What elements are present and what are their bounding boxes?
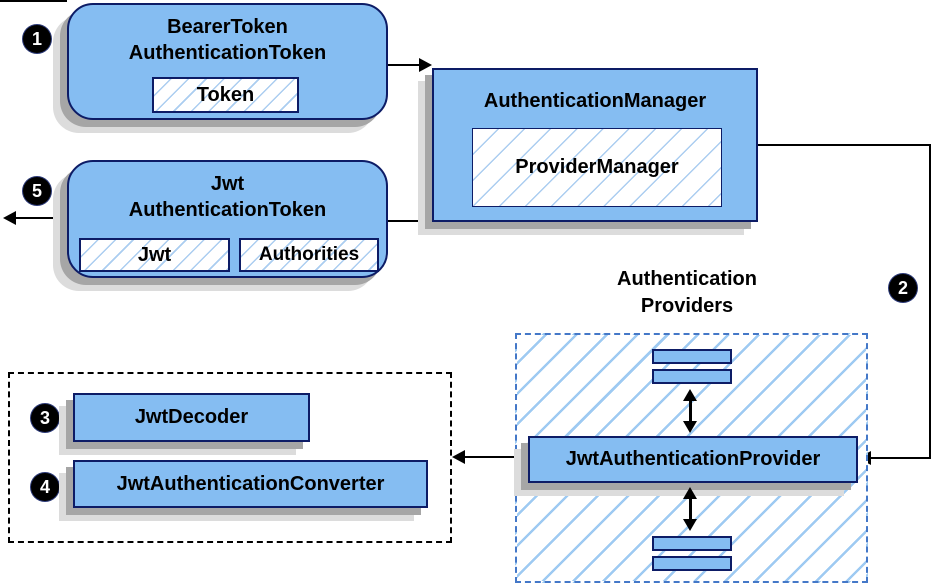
bearer-token-title-line2: AuthenticationToken — [128, 42, 327, 64]
step-badge-4: 4 — [31, 473, 59, 501]
jwt-decoder-label: JwtDecoder — [134, 406, 249, 428]
jwt-token-title: Jwt AuthenticationToken — [69, 162, 386, 223]
response-out-line — [14, 217, 67, 219]
bearer-token-authentication-token-box: BearerToken AuthenticationToken Token — [67, 3, 388, 120]
step-badge-5: 5 — [23, 177, 51, 205]
bearer-token-title: BearerToken AuthenticationToken — [69, 5, 386, 66]
bidirectional-arrow-icon — [683, 487, 697, 531]
step-number: 3 — [39, 407, 50, 428]
arrow-down-tip-icon — [683, 421, 697, 433]
provider-stack-bar — [652, 556, 732, 571]
jwt-authentication-provider-label: JwtAuthenticationProvider — [565, 448, 821, 470]
provider-manager-chip-label: ProviderManager — [515, 156, 679, 178]
step-badge-3: 3 — [31, 404, 59, 432]
jwt-chip: Jwt — [79, 238, 230, 272]
step-number: 2 — [897, 277, 908, 298]
jwt-chip-label: Jwt — [137, 243, 172, 266]
jwt-token-title-line1: Jwt — [210, 173, 245, 195]
provider-stack-bar — [652, 369, 732, 384]
bidirectional-arrow-icon — [683, 389, 697, 433]
step-number: 1 — [31, 28, 42, 49]
authentication-manager-box: AuthenticationManager ProviderManager — [432, 68, 758, 222]
arrow-up-tip-icon — [683, 487, 697, 499]
authentication-providers-label: Authentication Providers — [576, 266, 798, 320]
provider-manager-chip: ProviderManager — [472, 128, 722, 207]
bearer-token-title-line1: BearerToken — [167, 16, 288, 38]
jwt-decoder-box: JwtDecoder — [73, 393, 310, 442]
bearer-to-manager-line — [388, 64, 420, 66]
step-badge-1: 1 — [23, 25, 51, 53]
authorities-chip-label: Authorities — [258, 244, 360, 265]
jwt-token-title-line2: AuthenticationToken — [128, 199, 327, 221]
step-number: 4 — [39, 476, 50, 497]
request-in-line — [0, 0, 67, 2]
provider-stack-bar — [652, 349, 732, 364]
bearer-to-manager-arrowhead-icon — [419, 58, 432, 72]
authentication-providers-label-line2: Providers — [640, 295, 734, 317]
provider-to-decoder-line — [465, 456, 528, 458]
response-out-arrowhead-icon — [3, 211, 16, 225]
token-chip: Token — [152, 77, 299, 113]
token-chip-label: Token — [196, 83, 255, 106]
jwt-authentication-converter-label: JwtAuthenticationConverter — [116, 472, 385, 495]
to-provider-line — [871, 457, 931, 459]
authentication-providers-label-line1: Authentication — [617, 268, 757, 290]
manager-to-jwt-token-line — [388, 220, 432, 222]
provider-to-decoder-arrowhead-icon — [452, 450, 465, 464]
step-number: 5 — [31, 180, 42, 201]
authorities-chip: Authorities — [239, 238, 379, 272]
provider-stack-bar — [652, 536, 732, 551]
arrow-shaft — [688, 398, 692, 424]
arrow-down-tip-icon — [683, 519, 697, 531]
jwt-authentication-token-box: Jwt AuthenticationToken Jwt Authorities — [67, 160, 388, 278]
jwt-authentication-converter-box: JwtAuthenticationConverter — [73, 460, 428, 508]
manager-out-line-v — [929, 144, 931, 459]
arrow-up-tip-icon — [683, 389, 697, 401]
arrow-shaft — [688, 496, 692, 522]
step-badge-2: 2 — [889, 274, 917, 302]
jwt-authentication-provider-box: JwtAuthenticationProvider — [528, 436, 858, 483]
authentication-manager-title: AuthenticationManager — [483, 90, 707, 112]
manager-out-line-h — [758, 144, 931, 146]
